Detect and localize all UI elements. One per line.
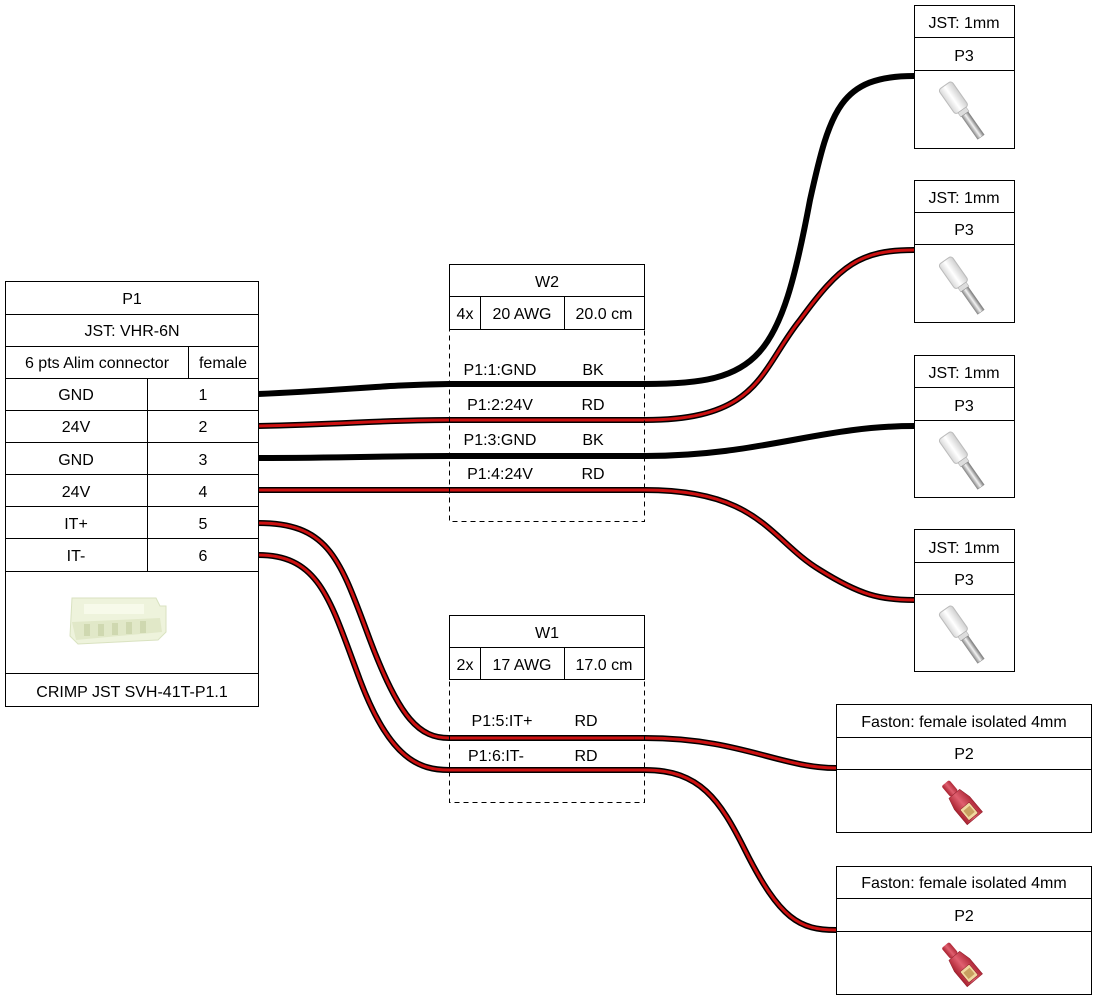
w1-wire-color: RD [574,713,597,730]
p1-pin-label: 24V [62,484,91,501]
w2-wire-label: P1:4:24V [467,466,533,483]
w2-count: 4x [457,306,474,323]
ferrule-name: P3 [954,572,974,589]
faston-connector: Faston: female isolated 4mm P2 [836,866,1092,995]
cable-w1: W1 2x 17 AWG 17.0 cm P1:5:IT+ RD P1:6:IT… [449,615,645,803]
w2-wire-color: BK [582,362,604,379]
ferrule-image [938,431,985,490]
ferrule-connector: JST: 1mm P3 [914,180,1015,323]
w2-gauge: 20 AWG [493,306,552,323]
ferrule-image [938,81,985,140]
p1-footer: CRIMP JST SVH-41T-P1.1 [36,684,228,701]
w2-wire-color: BK [582,432,604,449]
ferrule-type: JST: 1mm [928,365,999,382]
wire-p1-4-red [258,487,915,603]
wire-p1-3-black [257,423,915,461]
faston-type: Faston: female isolated 4mm [861,875,1066,892]
faston-name: P2 [954,908,974,925]
p1-pin-number: 6 [199,548,208,565]
w1-wire-label: P1:6:IT- [468,748,524,765]
p1-type: JST: VHR-6N [84,323,179,340]
w1-title: W1 [535,625,559,642]
ferrule-image [938,256,985,315]
p1-description: 6 pts Alim connector [25,355,170,372]
w1-count: 2x [457,657,474,674]
p1-pin-label: 24V [62,419,91,436]
ferrule-name: P3 [954,222,974,239]
ferrule-type: JST: 1mm [928,190,999,207]
ferrule-name: P3 [954,398,974,415]
ferrule-connector: JST: 1mm P3 [914,5,1015,149]
ferrule-connector: JST: 1mm P3 [914,355,1015,498]
p1-pin-number: 4 [199,484,208,501]
w1-wire-color: RD [574,748,597,765]
w2-wire-label: P1:3:GND [464,432,537,449]
connector-p1: P1 JST: VHR-6N 6 pts Alim connector fema… [5,281,259,707]
w2-wire-color: RD [581,466,604,483]
p1-pin-label: IT- [67,548,86,565]
wire-p1-6-red [257,552,837,933]
p1-connector-image [69,597,167,645]
wire-p1-1-black [257,73,915,397]
w1-gauge: 17 AWG [493,657,552,674]
w2-wire-label: P1:2:24V [467,397,533,414]
faston-type: Faston: female isolated 4mm [861,714,1066,731]
ferrule-type: JST: 1mm [928,15,999,32]
p1-pin-number: 3 [199,452,208,469]
w2-wire-label: P1:1:GND [464,362,537,379]
p1-pin-number: 5 [199,516,208,533]
w2-wire-color: RD [581,397,604,414]
wire-bundle-w2 [257,73,915,603]
ferrule-name: P3 [954,48,974,65]
p1-pin-number: 1 [199,387,208,404]
w1-length: 17.0 cm [576,657,633,674]
ferrule-image [938,605,985,664]
ferrule-connector: JST: 1mm P3 [914,529,1015,672]
faston-image [942,780,983,826]
p1-pin-label: IT+ [64,516,88,533]
p1-gender: female [199,355,247,372]
wire-bundle-w1 [257,520,837,933]
p1-pin-label: GND [58,387,94,404]
wire-p1-5-red [257,520,837,771]
ferrule-type: JST: 1mm [928,540,999,557]
faston-image [942,942,983,988]
cable-w2: W2 4x 20 AWG 20.0 cm P1:1:GND BK P1:2:24… [449,264,645,522]
p1-title: P1 [122,291,142,308]
wire-p1-2-red [257,247,915,429]
p1-pin-label: GND [58,452,94,469]
faston-name: P2 [954,746,974,763]
faston-connector: Faston: female isolated 4mm P2 [836,704,1092,833]
w2-title: W2 [535,274,559,291]
w2-length: 20.0 cm [576,306,633,323]
w1-wire-label: P1:5:IT+ [472,713,533,730]
p1-pin-number: 2 [199,419,208,436]
